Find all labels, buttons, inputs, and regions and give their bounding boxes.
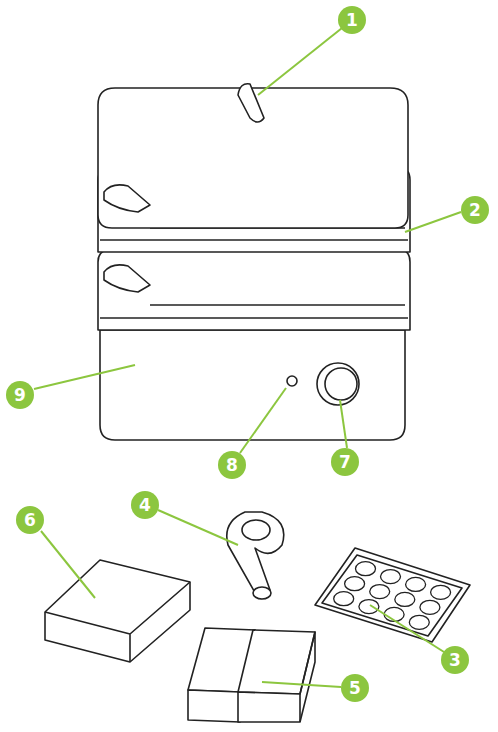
leader-line xyxy=(258,28,342,95)
callout-number: 1 xyxy=(339,7,365,33)
callout-circle xyxy=(461,196,489,224)
callout-circle xyxy=(218,451,246,479)
tray-hole xyxy=(409,615,429,629)
leader-line xyxy=(34,365,135,389)
callout-number: 8 xyxy=(219,452,245,478)
control-knob-cap xyxy=(325,368,357,400)
lower-tier xyxy=(98,250,410,330)
leader-lines xyxy=(34,28,461,687)
leader-line xyxy=(370,605,444,652)
tool-head xyxy=(242,520,270,540)
tray-hole xyxy=(381,570,401,584)
block xyxy=(238,692,300,722)
rim-line xyxy=(100,239,408,241)
block xyxy=(188,690,240,722)
tray-hole xyxy=(370,585,390,599)
egg-tray xyxy=(315,548,470,642)
tool-end xyxy=(253,587,271,599)
callout-number: 6 xyxy=(17,507,43,533)
leader-line xyxy=(262,682,341,687)
side-handle xyxy=(104,185,150,212)
tray-hole xyxy=(334,592,354,606)
callout-number: 7 xyxy=(332,449,358,475)
leader-line xyxy=(158,510,238,545)
callout-circles xyxy=(6,6,489,702)
tray-hole xyxy=(359,600,379,614)
callout-number: 4 xyxy=(132,492,158,518)
side-handle xyxy=(104,265,150,292)
leader-line xyxy=(340,400,347,448)
leader-line xyxy=(240,388,286,453)
callout-circle xyxy=(338,6,366,34)
callout-number: 9 xyxy=(7,382,33,408)
tray-hole xyxy=(406,577,426,591)
callout-number: 5 xyxy=(342,675,368,701)
tray-hole xyxy=(431,585,451,599)
lid-handle xyxy=(238,84,264,122)
callout-circle xyxy=(131,491,159,519)
tray-hole xyxy=(420,600,440,614)
tray-rim xyxy=(322,555,462,636)
base xyxy=(100,330,405,440)
callout-circle xyxy=(441,646,469,674)
indicator-light xyxy=(287,376,297,386)
accessory-box xyxy=(45,560,190,662)
rim-line xyxy=(100,317,408,319)
callout-circle xyxy=(16,506,44,534)
leader-line xyxy=(405,212,461,232)
block-edge xyxy=(300,632,315,722)
tray-hole xyxy=(395,592,415,606)
callout-number: 3 xyxy=(442,647,468,673)
callout-circle xyxy=(6,381,34,409)
tool xyxy=(227,512,284,598)
tray-hole xyxy=(345,577,365,591)
leader-line xyxy=(41,531,95,598)
callout-circle xyxy=(341,674,369,702)
callout-circle xyxy=(331,448,359,476)
control-knob xyxy=(317,363,359,405)
box-edge xyxy=(45,582,190,662)
rim-line xyxy=(150,304,405,306)
tray-hole xyxy=(356,562,376,576)
callout-number: 2 xyxy=(462,197,488,223)
